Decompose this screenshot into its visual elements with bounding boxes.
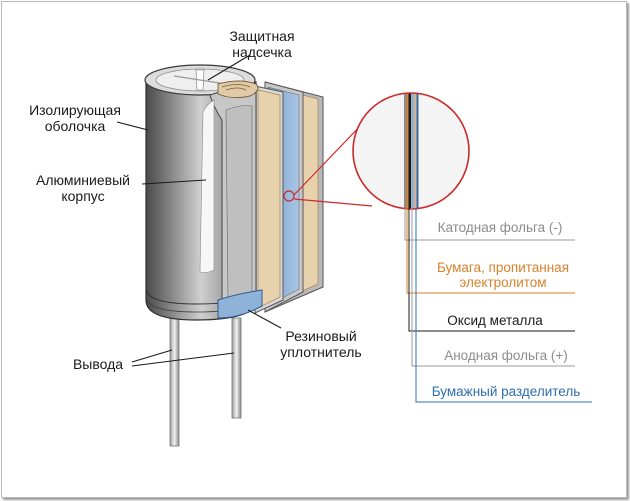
label-leads: Вывода <box>73 356 123 372</box>
label-rubber-seal-1: Резиновый <box>285 328 356 344</box>
lead-right <box>231 317 242 419</box>
lead-left <box>169 317 180 447</box>
label-insulating-shell-1: Изолирующая <box>29 102 121 118</box>
legend-paper-electrolyte-1: Бумага, пропитанная <box>437 260 569 275</box>
label-aluminum-case-1: Алюминиевый <box>36 172 130 188</box>
unrolled-sheets <box>254 81 324 314</box>
callout-leaders <box>116 54 282 367</box>
label-rubber-seal-2: уплотнитель <box>280 344 361 360</box>
capacitor-body <box>144 64 263 321</box>
label-protective-notch-2: надсечка <box>232 44 292 60</box>
label-aluminum-case-2: корпус <box>61 188 104 204</box>
legend-metal-oxide: Оксид металла <box>447 313 543 328</box>
legend-cathode-foil: Катодная фольга (-) <box>438 220 563 235</box>
magnifier <box>283 92 470 210</box>
legend-paper-separator: Бумажный разделитель <box>432 384 581 399</box>
legend-leaders <box>404 208 592 403</box>
label-protective-notch-1: Защитная <box>229 28 294 44</box>
label-insulating-shell-2: оболочка <box>45 118 106 134</box>
legend-anode-foil: Анодная фольга (+) <box>444 348 568 363</box>
legend-paper-electrolyte-2: электролитом <box>459 275 546 290</box>
